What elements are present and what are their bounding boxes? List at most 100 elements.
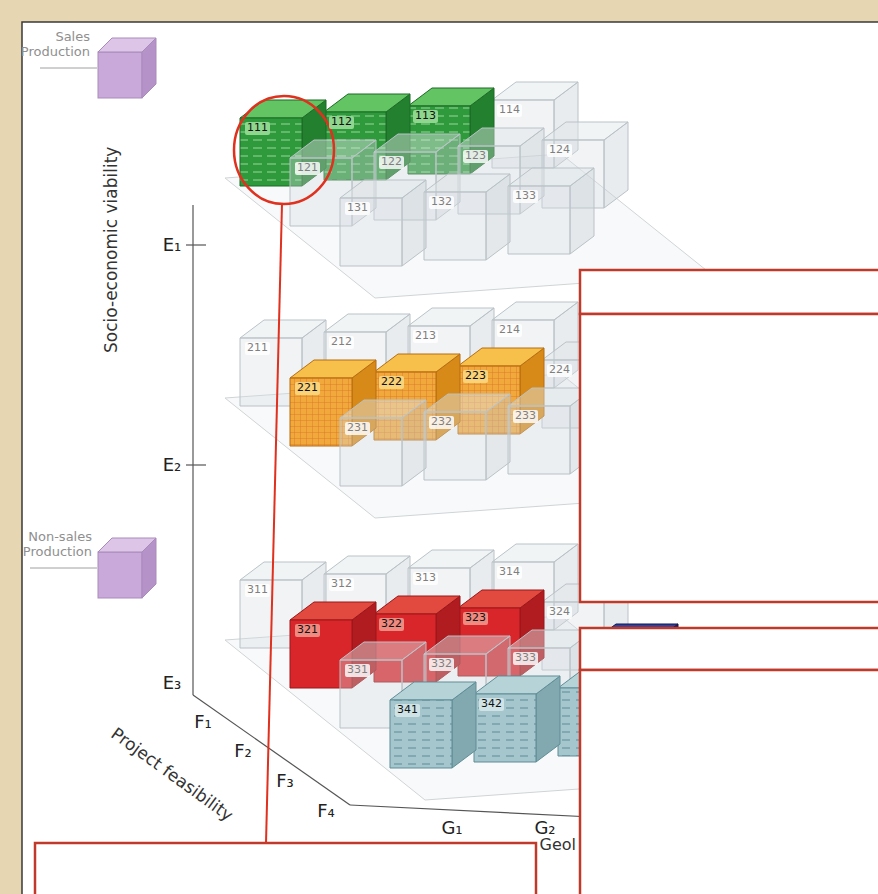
class-number: 133 <box>513 190 538 203</box>
class-number: 132 <box>429 196 454 209</box>
note-box <box>580 670 878 894</box>
class-cube <box>340 180 426 266</box>
axis-category: F₃ <box>276 771 294 792</box>
leader-line <box>266 204 282 843</box>
cube-face <box>408 308 494 326</box>
axis-category: F₄ <box>317 801 335 822</box>
note-box <box>35 843 536 894</box>
axis-line <box>350 805 612 818</box>
class-number: 314 <box>497 566 522 579</box>
class-number: 122 <box>379 156 404 169</box>
class-number: 324 <box>547 606 572 619</box>
cube-face <box>374 596 460 614</box>
cube-face <box>340 418 402 486</box>
class-number: 331 <box>345 664 370 677</box>
cube-face <box>340 400 426 418</box>
cube-face <box>508 186 570 254</box>
axis-tick <box>186 244 206 245</box>
class-number: 224 <box>547 364 572 377</box>
class-number: 221 <box>295 382 320 395</box>
class-number: 311 <box>245 584 270 597</box>
class-number: 222 <box>379 376 404 389</box>
class-number: 223 <box>463 370 488 383</box>
axis-title: Socio-economic viability <box>102 147 122 353</box>
class-number: 124 <box>547 144 572 157</box>
production-label: Non-sales Production <box>4 530 92 560</box>
cube-face <box>324 94 410 112</box>
note-box <box>580 628 878 670</box>
class-number: 231 <box>345 422 370 435</box>
class-number: 332 <box>429 658 454 671</box>
class-number: 114 <box>497 104 522 117</box>
class-number: 342 <box>479 698 504 711</box>
note-box <box>580 314 878 602</box>
cube-face <box>474 676 560 694</box>
class-number: 123 <box>463 150 488 163</box>
cube-face <box>374 354 460 372</box>
cube-face <box>492 82 578 100</box>
class-number: 312 <box>329 578 354 591</box>
cube-face <box>390 682 476 700</box>
cube-face <box>408 550 494 568</box>
cube-face <box>340 198 402 266</box>
axis-category: E₁ <box>163 235 182 256</box>
cube-face <box>424 394 510 412</box>
purple-cube <box>98 538 156 598</box>
class-number: 211 <box>245 342 270 355</box>
cube-face <box>424 174 510 192</box>
class-number: 322 <box>379 618 404 631</box>
axis-category: F₁ <box>194 712 212 733</box>
cube-face <box>240 320 326 338</box>
cube-face <box>374 134 460 152</box>
cube-face <box>424 412 486 480</box>
class-number: 233 <box>513 410 538 423</box>
class-cube <box>424 394 510 480</box>
class-number: 341 <box>395 704 420 717</box>
cube-face <box>542 122 628 140</box>
cube-face <box>458 128 544 146</box>
cube-face <box>290 602 376 620</box>
leader-line <box>30 568 97 569</box>
class-number: 131 <box>345 202 370 215</box>
axis-category: E₃ <box>163 673 182 694</box>
cube-face <box>390 700 452 768</box>
axis-tick <box>186 464 206 465</box>
highlight-circle <box>234 96 334 204</box>
cube-face <box>324 314 410 332</box>
cube-face <box>324 556 410 574</box>
axis-title: Geol <box>540 836 576 854</box>
class-cube <box>474 676 560 762</box>
cube-face <box>492 544 578 562</box>
class-cube <box>340 400 426 486</box>
cube-face <box>508 168 594 186</box>
cube-face <box>290 360 376 378</box>
cube-face <box>240 562 326 580</box>
cube-face <box>474 694 536 762</box>
class-number: 113 <box>413 110 438 123</box>
axis-line <box>192 205 193 695</box>
class-number: 212 <box>329 336 354 349</box>
note-box <box>580 270 878 314</box>
class-number: 111 <box>245 122 270 135</box>
cube-face <box>424 636 510 654</box>
class-number: 121 <box>295 162 320 175</box>
class-cube <box>508 168 594 254</box>
class-number: 321 <box>295 624 320 637</box>
axis-category: F₂ <box>234 741 252 762</box>
cube-face <box>340 642 426 660</box>
production-label: Sales Production <box>14 30 90 60</box>
cube-face <box>508 406 570 474</box>
class-number: 333 <box>513 652 538 665</box>
class-cube <box>424 174 510 260</box>
class-number: 214 <box>497 324 522 337</box>
class-cube <box>390 682 476 768</box>
cube-face <box>458 590 544 608</box>
class-number: 313 <box>413 572 438 585</box>
cube-face <box>424 192 486 260</box>
cube-face <box>340 180 426 198</box>
class-number: 323 <box>463 612 488 625</box>
class-number: 213 <box>413 330 438 343</box>
leader-line <box>40 68 97 69</box>
